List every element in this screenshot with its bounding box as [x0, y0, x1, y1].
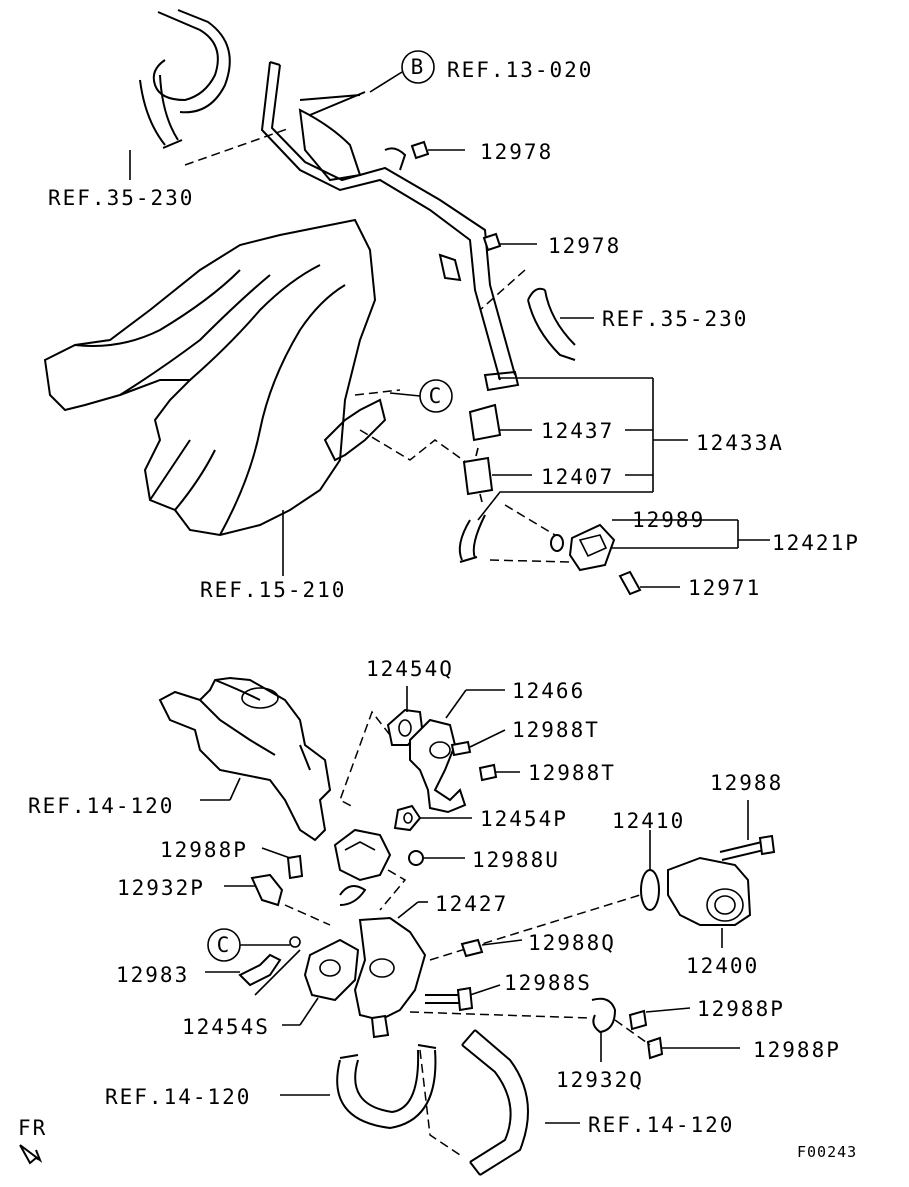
label-12988T-b: 12988T	[528, 761, 616, 785]
svg-text:C: C	[217, 933, 232, 957]
label-12971: 12971	[688, 576, 761, 600]
label-ref-14-120-bottom-right: REF.14-120	[588, 1113, 734, 1137]
label-12988P-c: 12988P	[753, 1038, 841, 1062]
label-12988P-b: 12988P	[697, 997, 785, 1021]
nut-12988U	[408, 850, 465, 866]
front-arrow: FR	[18, 1116, 47, 1165]
label-12437: 12437	[541, 419, 614, 443]
label-12433A: 12433A	[696, 431, 784, 455]
label-12427: 12427	[435, 892, 508, 916]
hose-bottom-right	[419, 1029, 580, 1176]
bolt-12978-a	[410, 140, 465, 160]
hose-bottom-left	[280, 1044, 437, 1130]
label-12989: 12989	[632, 508, 705, 532]
bolt-12988T-b	[478, 763, 520, 782]
label-12978-b: 12978	[548, 234, 621, 258]
gasket-12454P	[393, 804, 472, 832]
pcv-valve-12421P	[550, 519, 770, 572]
filter-12407	[462, 447, 532, 503]
bolt-12988Q	[460, 938, 523, 958]
throttle-body-12400	[667, 856, 752, 948]
gasket-12454S	[282, 938, 360, 1026]
label-12983: 12983	[116, 963, 189, 987]
bolt-12971	[618, 570, 680, 596]
housing-12427	[339, 869, 428, 1039]
label-12988Q: 12988Q	[528, 931, 616, 955]
label-ref-14-120-top: REF.14-120	[28, 794, 174, 818]
label-12988: 12988	[710, 771, 783, 795]
label-12988S: 12988S	[504, 971, 592, 995]
clamp-12932Q	[591, 997, 617, 1062]
svg-text:FR: FR	[18, 1116, 47, 1140]
label-12454S: 12454S	[182, 1015, 270, 1039]
label-12421P: 12421P	[772, 531, 860, 555]
label-12454P: 12454P	[480, 807, 568, 831]
fitting-12466	[409, 689, 505, 814]
label-12454Q: 12454Q	[366, 657, 454, 681]
bolt-12988	[719, 800, 776, 861]
callout-c-bottom: C	[207, 928, 301, 962]
bracket-12433A	[477, 377, 688, 521]
hose-ref-35-230-right	[479, 269, 594, 361]
clamp-12932P	[224, 873, 331, 926]
pipe-12983	[205, 949, 301, 996]
label-ref-15-210: REF.15-210	[200, 578, 346, 602]
fitting-body	[333, 828, 392, 882]
bolt-12988P-b	[628, 1007, 691, 1031]
hose-pcv-lower	[458, 504, 571, 563]
label-12410: 12410	[612, 809, 685, 833]
diagram-code: F00243	[797, 1143, 857, 1161]
label-12932Q: 12932Q	[556, 1068, 644, 1092]
label-12978-a: 12978	[480, 140, 553, 164]
intake-manifold	[43, 218, 387, 537]
label-12988T-a: 12988T	[512, 718, 600, 742]
hose-top-left	[139, 9, 231, 149]
label-ref-35-230-left: REF.35-230	[48, 186, 194, 210]
label-ref-13-020: REF.13-020	[447, 58, 593, 82]
bolt-12988T-a	[450, 729, 506, 757]
hose-12437	[468, 403, 532, 442]
label-12932P: 12932P	[117, 876, 205, 900]
pcv-pipe	[260, 61, 520, 392]
label-ref-14-120-bottom-left: REF.14-120	[105, 1085, 251, 1109]
label-12400: 12400	[686, 954, 759, 978]
label-12988U: 12988U	[472, 848, 560, 872]
label-12466: 12466	[512, 679, 585, 703]
callout-b: B	[369, 50, 435, 93]
bolt-12978-b	[482, 232, 537, 252]
svg-text:B: B	[411, 55, 426, 79]
bolt-12988P-c	[614, 1019, 740, 1060]
callout-c-top: C	[389, 379, 453, 413]
water-housing	[158, 676, 332, 842]
bolt-12988S	[409, 984, 591, 1019]
label-12988P-a: 12988P	[160, 838, 248, 862]
label-ref-35-230-right: REF.35-230	[602, 307, 748, 331]
svg-text:C: C	[429, 384, 444, 408]
bolt-12988P-a	[261, 847, 304, 880]
label-12407: 12407	[541, 465, 614, 489]
